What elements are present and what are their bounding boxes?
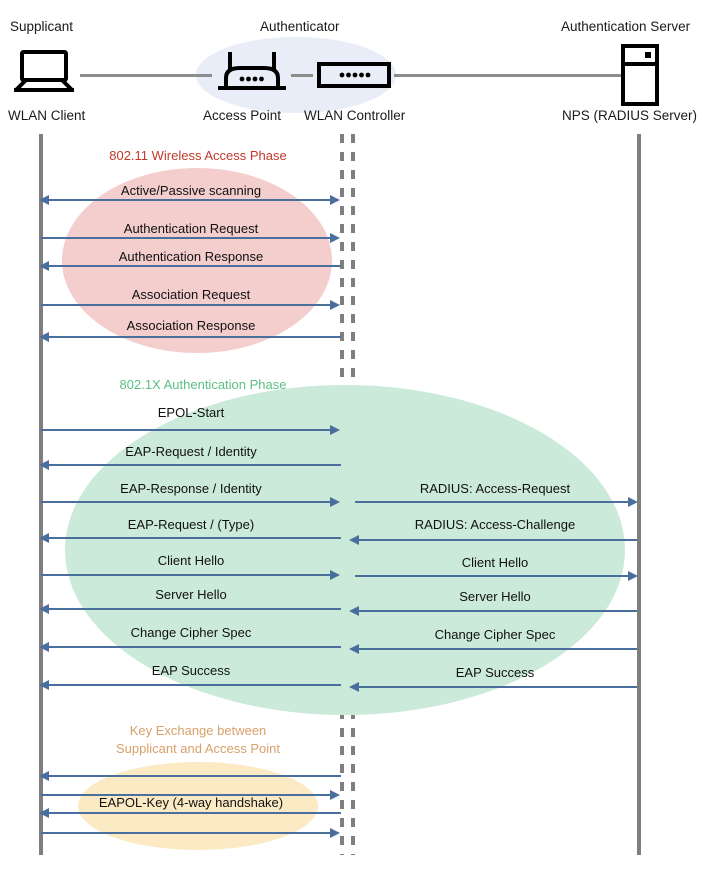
message-arrowhead-eap-response-identity: [330, 497, 340, 507]
phase-caption-key-exchange: Key Exchange between Supplicant and Acce…: [63, 722, 333, 757]
message-line-eap-response-identity: [41, 501, 335, 503]
message-arrowhead-eap-success-right: [349, 682, 359, 692]
message-label-client-hello-right: Client Hello: [461, 555, 529, 570]
wire-ap-to-controller: [291, 74, 313, 77]
message-arrowhead-change-cipher-spec-left: [39, 642, 49, 652]
message-label-eap-request-type: EAP-Request / (Type): [127, 517, 255, 532]
message-arrowhead-radius-access-challenge: [349, 535, 359, 545]
lifeline-wlan-client: [39, 134, 43, 855]
message-label-association-response: Association Response: [126, 318, 256, 333]
message-label-client-hello-left: Client Hello: [157, 553, 225, 568]
message-arrowhead-association-response: [39, 332, 49, 342]
message-arrowhead-authentication-response: [39, 261, 49, 271]
message-line-eapol-key-2: [41, 794, 335, 796]
message-line-authentication-request: [41, 237, 335, 239]
message-line-eapol-key-3: [47, 812, 341, 814]
actor-device-access-point: Access Point: [203, 108, 282, 123]
message-arrowhead-eapol-key-3: [39, 808, 49, 818]
message-arrowhead-change-cipher-spec-right: [349, 644, 359, 654]
message-arrowhead-right-active-passive-scanning: [330, 195, 340, 205]
message-label-authentication-response: Authentication Response: [118, 249, 264, 264]
message-arrowhead-client-hello-left: [330, 570, 340, 580]
message-line-eap-request-type: [47, 537, 341, 539]
message-line-association-response: [47, 336, 341, 338]
message-label-active-passive-scanning: Active/Passive scanning: [120, 183, 262, 198]
message-label-server-hello-right: Server Hello: [459, 589, 531, 604]
message-line-change-cipher-spec-left: [47, 646, 341, 648]
message-line-radius-access-request: [355, 501, 632, 503]
phase-caption-dot1x-authentication: 802.1X Authentication Phase: [119, 377, 287, 392]
actor-device-nps-radius-server: NPS (RADIUS Server): [562, 108, 698, 123]
message-line-association-request: [41, 304, 335, 306]
phase-caption-key-exchange-line2: Supplicant and Access Point: [115, 740, 281, 756]
lifeline-nps-radius-server: [637, 134, 641, 855]
message-arrowhead-epol-start: [330, 425, 340, 435]
message-line-client-hello-right: [355, 575, 632, 577]
message-line-server-hello-right: [358, 610, 637, 612]
network-switch-icon: [317, 62, 391, 88]
message-label-authentication-request: Authentication Request: [123, 221, 259, 236]
message-arrowhead-eap-request-type: [39, 533, 49, 543]
message-arrowhead-eap-success-left: [39, 680, 49, 690]
actor-role-authenticator: Authenticator: [260, 19, 340, 34]
phase-caption-wireless-access: 802.11 Wireless Access Phase: [109, 148, 287, 163]
message-label-association-request: Association Request: [131, 287, 251, 302]
message-label-eapol-key-handshake: EAPOL-Key (4-way handshake): [98, 795, 284, 810]
message-line-authentication-response: [47, 265, 341, 267]
actor-device-wlan-controller: WLAN Controller: [304, 108, 406, 123]
wire-client-to-ap: [80, 74, 212, 77]
laptop-icon: [12, 50, 80, 94]
message-line-eapol-key-4: [41, 832, 335, 834]
message-arrowhead-eap-request-identity: [39, 460, 49, 470]
message-arrowhead-server-hello-right: [349, 606, 359, 616]
message-label-eap-success-right: EAP Success: [455, 665, 535, 680]
message-label-change-cipher-spec-right: Change Cipher Spec: [434, 627, 556, 642]
actor-role-authentication-server: Authentication Server: [561, 19, 691, 34]
message-line-server-hello-left: [47, 608, 341, 610]
message-arrowhead-eapol-key-1: [39, 771, 49, 781]
wireless-router-icon: [214, 48, 290, 96]
message-line-epol-start: [41, 429, 335, 431]
actor-role-supplicant: Supplicant: [10, 19, 74, 34]
message-line-radius-access-challenge: [358, 539, 637, 541]
actor-device-wlan-client: WLAN Client: [8, 108, 86, 123]
message-label-radius-access-challenge: RADIUS: Access-Challenge: [414, 517, 576, 532]
message-label-epol-start: EPOL-Start: [157, 405, 225, 420]
message-arrowhead-eapol-key-2: [330, 790, 340, 800]
message-line-client-hello-left: [41, 574, 335, 576]
message-label-eap-request-identity: EAP-Request / Identity: [125, 444, 257, 459]
message-arrowhead-left-active-passive-scanning: [39, 195, 49, 205]
message-label-server-hello-left: Server Hello: [155, 587, 227, 602]
message-label-change-cipher-spec-left: Change Cipher Spec: [130, 625, 252, 640]
message-arrowhead-association-request: [330, 300, 340, 310]
message-line-eap-success-left: [47, 684, 341, 686]
message-arrowhead-eapol-key-4: [330, 828, 340, 838]
phase-ellipse-dot1x-authentication: [65, 385, 625, 715]
message-line-change-cipher-spec-right: [358, 648, 637, 650]
wire-controller-to-server: [394, 74, 622, 77]
message-line-eap-success-right: [358, 686, 637, 688]
message-arrowhead-radius-access-request: [628, 497, 638, 507]
message-label-eap-success-left: EAP Success: [151, 663, 231, 678]
message-arrowhead-authentication-request: [330, 233, 340, 243]
message-line-eapol-key-1: [47, 775, 341, 777]
server-rack-icon: [620, 44, 660, 106]
phase-ellipse-wireless-access: [62, 168, 332, 353]
message-arrowhead-client-hello-right: [628, 571, 638, 581]
message-label-radius-access-request: RADIUS: Access-Request: [419, 481, 571, 496]
message-line-eap-request-identity: [47, 464, 341, 466]
phase-caption-key-exchange-line1: Key Exchange between: [129, 723, 267, 738]
message-label-eap-response-identity: EAP-Response / Identity: [120, 481, 262, 496]
message-line-active-passive-scanning: [47, 199, 335, 201]
message-arrowhead-server-hello-left: [39, 604, 49, 614]
